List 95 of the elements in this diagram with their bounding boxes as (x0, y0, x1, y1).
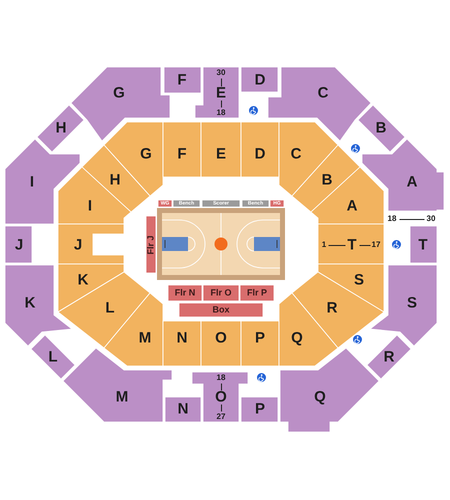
section-label: G (140, 146, 152, 162)
seating-section (410, 226, 437, 263)
floor-section (168, 285, 202, 301)
seating-section (367, 335, 411, 379)
seating-section (37, 105, 84, 152)
section-label: A (406, 174, 418, 190)
courtside-strip (242, 200, 269, 207)
section-label: S (407, 296, 417, 310)
section-label: E (216, 146, 226, 162)
section-label: K (78, 272, 88, 288)
seating-section (192, 372, 248, 422)
floor-section (203, 285, 239, 301)
section-label: T (347, 238, 357, 252)
seating-section (195, 67, 239, 118)
section-label: D (254, 146, 266, 162)
seating-section (58, 224, 124, 264)
row-number: 30 (216, 69, 226, 77)
section-label: I (30, 174, 34, 190)
seating-section (311, 167, 384, 224)
section-label: B (376, 120, 386, 136)
seating-section (358, 105, 405, 152)
section-label: Flr N (174, 288, 196, 298)
seating-section (318, 224, 384, 264)
section-label: Flr P (247, 288, 267, 298)
courtside-strip (173, 200, 200, 207)
seating-section (280, 348, 379, 432)
section-label: H (110, 172, 120, 188)
section-label: G (113, 86, 125, 100)
section-label: Q (314, 390, 326, 404)
section-label: P (255, 330, 265, 346)
seating-section (31, 335, 75, 379)
row-number: 18 (216, 109, 226, 117)
section-label: Flr O (210, 288, 232, 298)
seating-section (241, 67, 278, 92)
seating-section (201, 321, 241, 366)
section-label: I (88, 198, 92, 214)
section-label: N (178, 402, 188, 416)
seating-section (318, 264, 384, 312)
section-label: M (138, 330, 152, 346)
section-label: Flr J (146, 235, 156, 254)
section-label: A (346, 198, 358, 214)
section-label: P (255, 402, 265, 416)
seating-section (58, 167, 131, 224)
section-label: H (56, 120, 66, 136)
seating-section (82, 145, 150, 212)
section-label: F (177, 146, 187, 162)
seating-section (5, 226, 32, 263)
seating-section (241, 397, 278, 422)
section-label: R (384, 350, 394, 364)
seating-section (201, 122, 241, 177)
section-label: Q (291, 330, 303, 346)
seating-section (63, 348, 172, 422)
section-label: S (354, 272, 364, 288)
section-label: T (418, 238, 428, 252)
section-label: C (318, 86, 328, 100)
courtside-strip (202, 200, 240, 207)
seating-section (104, 122, 163, 196)
floor-section (179, 303, 263, 317)
row-number: 17 (372, 241, 380, 249)
floor-section (240, 285, 274, 301)
courtside-strip (158, 200, 172, 207)
seating-section (163, 321, 201, 366)
seating-section (164, 67, 201, 93)
row-number: 1 (322, 241, 326, 249)
seating-section (241, 321, 279, 366)
section-label: O (215, 390, 227, 404)
section-label: Box (212, 306, 230, 314)
row-number: 18 (216, 374, 226, 382)
seating-section (292, 145, 360, 212)
section-label: B (322, 172, 332, 188)
seating-section (241, 122, 279, 177)
section-label: K (24, 296, 36, 310)
section-label: N (176, 330, 188, 346)
row-number: 18 (388, 215, 396, 223)
seating-section (279, 122, 338, 196)
seating-section (163, 122, 201, 177)
courtside-strip (270, 200, 284, 207)
section-label: E (216, 86, 226, 100)
section-label: O (215, 330, 227, 346)
seating-section (165, 397, 201, 422)
section-label: J (74, 238, 82, 252)
seating-section (104, 293, 163, 366)
seating-section (58, 264, 124, 312)
row-number: 30 (426, 215, 436, 223)
section-label: D (254, 72, 266, 88)
section-label: M (116, 390, 128, 404)
section-label: J (14, 238, 24, 252)
section-label: L (48, 350, 58, 364)
seating-section (279, 293, 338, 366)
section-label: L (105, 300, 115, 316)
section-label: R (326, 300, 338, 316)
floor-section (146, 216, 156, 273)
section-label: C (290, 146, 302, 162)
row-number: 27 (216, 413, 226, 421)
section-label: F (177, 72, 187, 88)
